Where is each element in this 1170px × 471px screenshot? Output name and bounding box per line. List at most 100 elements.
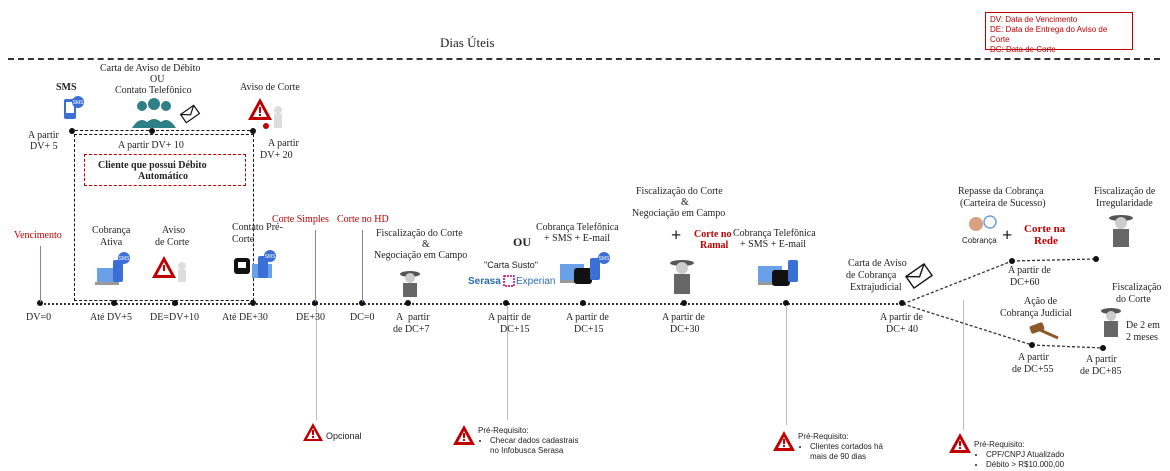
tl-de30: DE+30: [296, 312, 325, 323]
inspector-4-icon: [1101, 308, 1121, 337]
dot-dc85: [1100, 345, 1106, 351]
main-timeline: [40, 303, 902, 305]
dot-de30b: [312, 300, 318, 306]
tl-dc7-2: partir: [408, 312, 430, 323]
telephone-sms-icon: SMS: [234, 250, 277, 278]
ou-label: OU: [513, 235, 531, 249]
corte-hd-label: Corte no HD: [337, 214, 389, 225]
tl-de2em-2: 2 meses: [1126, 332, 1158, 343]
fisc-corte-1: Fiscalização: [1112, 282, 1162, 293]
header-divider: [8, 58, 1160, 60]
aviso-corte-2: de Corte: [155, 237, 190, 248]
tl-dc55-1: A partir: [1018, 352, 1049, 363]
legend-de: DE: Data de Entrega do Aviso de Corte: [990, 25, 1108, 44]
svg-text:SMS: SMS: [265, 254, 277, 260]
top-carta-3: Contato Telefônico: [115, 85, 192, 96]
fisc-1: Fiscalização do Corte: [376, 228, 463, 239]
tl-dc0: DC=0: [350, 312, 375, 323]
cob-tel-2: + SMS + E-mail: [544, 233, 611, 244]
req1-title: Pré-Requisito:: [478, 426, 529, 435]
cobranca-logo-text: Cobrança: [962, 236, 997, 245]
tl-dc30-1: A partir de: [662, 312, 705, 323]
tl-ate-de30: Até DE+30: [222, 312, 268, 323]
serasa-logo: Serasa: [468, 276, 501, 287]
req3-item: CPF/CNPJ Atualizado: [986, 450, 1064, 460]
carta-aviso-1: Carta de Aviso: [848, 258, 907, 269]
tl-dc30-2: DC+30: [670, 324, 700, 335]
dot-dc15b: [580, 300, 586, 306]
fisc-2: &: [422, 239, 430, 250]
dot-dc40: [899, 300, 905, 306]
top-dot-aviso: [250, 128, 256, 134]
tl-dc40-1: A partir de: [880, 312, 923, 323]
top-dot-sms: [69, 128, 75, 134]
fisc2-3: Negociação em Campo: [632, 208, 726, 219]
repasse-1: Repasse da Cobrança: [958, 186, 1044, 197]
tl-dc85-1: A partir: [1086, 354, 1117, 365]
people-group-icon: [132, 98, 176, 128]
cob-tel2-2: + SMS + E-mail: [740, 239, 807, 250]
top-sms-label: SMS: [56, 82, 77, 93]
fisc-irr-1: Fiscalização de: [1094, 186, 1156, 197]
req3-title: Pré-Requisito:: [974, 440, 1025, 449]
corte-ramal-2: Ramal: [700, 240, 729, 251]
arrow-vencimento: [40, 246, 41, 302]
dot-tel2: [783, 300, 789, 306]
warning-req2-icon: [773, 431, 795, 451]
tl-dc60-2: DC+60: [1010, 277, 1040, 288]
repasse-2: (Carteira de Sucesso): [960, 198, 1046, 209]
top-dashed-line: [70, 130, 255, 131]
dot-dc7: [405, 300, 411, 306]
arrow-corte-simples: [315, 230, 316, 302]
top-sms-when-1: A partir: [28, 130, 59, 141]
tl-dc85-2: de DC+85: [1080, 366, 1122, 377]
tl-dc55-2: de DC+55: [1012, 364, 1054, 375]
dot-dc30: [681, 300, 687, 306]
line-req2: [786, 305, 787, 425]
inspector-icon: [400, 271, 420, 297]
req3-item: Débito > R$10.000,00: [986, 460, 1064, 470]
envelope-2-icon: [904, 262, 934, 290]
tl-de-dv10: DE=DV+10: [150, 312, 200, 323]
laptop-telephone-2-icon: [758, 260, 798, 286]
envelope-icon: [179, 104, 201, 124]
warning-corte-icon: [152, 256, 186, 282]
fisc-irr-2: Irregularidade: [1096, 198, 1153, 209]
top-carta-1: Carta de Aviso de Débito: [100, 63, 201, 74]
line-opcional: [316, 305, 317, 420]
tl-dv0: DV=0: [26, 312, 52, 323]
laptop-phone-icon: SMS: [95, 252, 131, 285]
tl-de2em-1: De 2 em: [1126, 320, 1160, 331]
laptop-telephone-icon: SMS: [560, 252, 611, 284]
cobranca-ativa-1: Cobrança: [92, 225, 131, 236]
dot-dv5: [111, 300, 117, 306]
svg-text:SMS: SMS: [73, 100, 85, 106]
serasa-box-icon: [503, 275, 515, 287]
fisc-corte-2: do Corte: [1116, 294, 1151, 305]
debito-automatico-label-box: [84, 154, 246, 186]
dot-dc0: [359, 300, 365, 306]
acao-1: Ação de: [1024, 296, 1058, 307]
vencimento-label: Vencimento: [14, 230, 62, 241]
svg-text:SMS: SMS: [119, 256, 131, 262]
debito-2: Automático: [138, 171, 188, 182]
dot-dc55: [1029, 342, 1035, 348]
top-aviso-label: Aviso de Corte: [240, 82, 300, 93]
warning-person-icon: [248, 98, 282, 129]
dot-dc60: [1009, 258, 1015, 264]
tl-ate-dv5: Até DV+5: [90, 312, 133, 323]
svg-text:SMS: SMS: [599, 256, 611, 262]
fisc2-2: &: [681, 197, 689, 208]
req1-block: Pré-Requisito: Checar dados cadastraisno…: [478, 426, 579, 456]
carta-aviso-2: de Cobrança: [846, 270, 897, 281]
tl-dc15b-2: DC+15: [574, 324, 604, 335]
corte-rede-2: Rede: [1034, 235, 1058, 247]
tl-dc60-1: A partir de: [1008, 265, 1051, 276]
legend-dc: DC: Data de Corte: [990, 45, 1056, 54]
dot-irr: [1093, 256, 1099, 262]
top-carta-2: OU: [150, 74, 165, 85]
req3-block: Pré-Requisito: CPF/CNPJ Atualizado Débit…: [974, 440, 1064, 470]
legend-dv: DV: Data de Vencimento: [990, 15, 1078, 24]
